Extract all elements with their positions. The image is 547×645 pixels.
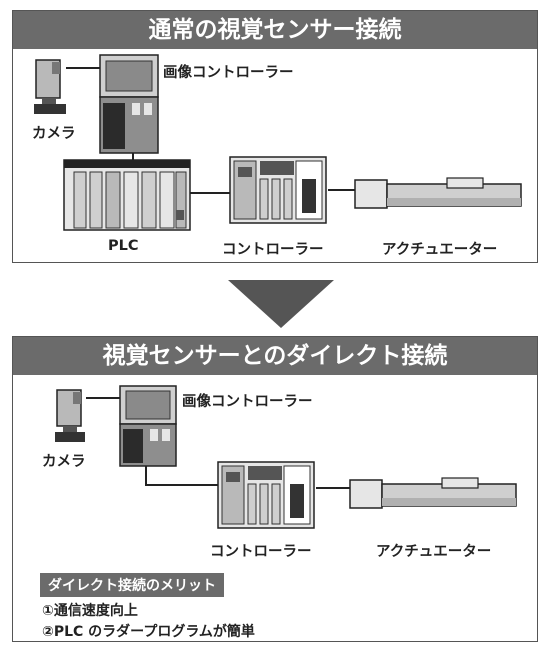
top-actuator-icon	[354, 177, 522, 209]
normal-connection-title: 通常の視覚センサー接続	[13, 11, 537, 49]
bottom-camera-icon	[55, 389, 85, 442]
top-camera-icon	[34, 59, 66, 114]
top-image-controller-icon	[99, 54, 159, 154]
top-controller-icon	[229, 156, 327, 224]
bottom-image-controller-label: 画像コントローラー	[182, 394, 313, 410]
plc-label: PLC	[108, 238, 139, 254]
top-controller-label: コントローラー	[222, 242, 324, 258]
bottom-actuator-label: アクチュエーター	[376, 544, 492, 560]
bottom-actuator-icon	[349, 477, 517, 509]
top-actuator-label: アクチュエーター	[382, 242, 498, 258]
bottom-controller-icon	[217, 461, 315, 529]
bottom-camera-label: カメラ	[42, 454, 86, 470]
bottom-controller-label: コントローラー	[210, 544, 312, 560]
merit-item-2: ②PLC のラダープログラムが簡単	[42, 624, 255, 640]
top-image-controller-label: 画像コントローラー	[163, 65, 294, 81]
merits-heading: ダイレクト接続のメリット	[40, 573, 224, 597]
top-camera-label: カメラ	[32, 126, 76, 142]
direct-connection-title: 視覚センサーとのダイレクト接続	[13, 337, 537, 375]
bottom-image-controller-icon	[119, 385, 177, 467]
down-arrow-icon	[228, 280, 334, 328]
plc-icon	[63, 159, 191, 231]
merit-item-1: ①通信速度向上	[42, 603, 138, 619]
